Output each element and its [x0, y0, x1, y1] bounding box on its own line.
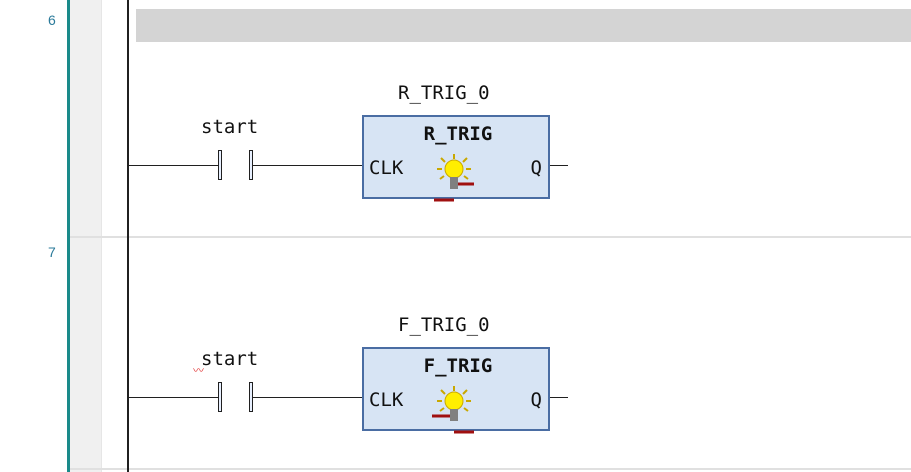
gutter-divider: [67, 0, 70, 472]
left-power-rail: [127, 0, 129, 472]
rung-number: 6: [48, 12, 56, 28]
fb-input-pin: CLK: [369, 389, 404, 411]
fb-output-pin: Q: [530, 157, 542, 179]
wire: [129, 165, 219, 166]
contact-left-plate[interactable]: [218, 150, 222, 180]
fb-output-pin: Q: [530, 389, 542, 411]
contact-variable-label[interactable]: start: [201, 348, 259, 370]
rung-comment-field[interactable]: [136, 9, 911, 42]
function-block[interactable]: R_TRIG CLK Q: [362, 115, 550, 202]
contact-variable-label[interactable]: start: [201, 116, 259, 138]
wire: [550, 165, 568, 166]
function-block[interactable]: F_TRIG CLK Q: [362, 347, 550, 434]
rung-number: 7: [48, 244, 56, 260]
breakpoint-bulb-icon[interactable]: [432, 152, 476, 202]
contact-left-plate[interactable]: [218, 382, 222, 412]
warning-squiggle-icon: 〰: [193, 364, 204, 377]
fb-type-name: F_TRIG: [423, 355, 493, 377]
rung-separator: [70, 468, 911, 470]
fb-instance-name[interactable]: R_TRIG_0: [398, 82, 490, 104]
line-number-gutter: [0, 0, 67, 472]
fb-type-name: R_TRIG: [423, 123, 493, 145]
wire: [129, 397, 219, 398]
contact-right-plate[interactable]: [249, 382, 253, 412]
fb-input-pin: CLK: [369, 157, 404, 179]
rung-separator: [70, 236, 911, 238]
contact-right-plate[interactable]: [249, 150, 253, 180]
wire: [253, 165, 363, 166]
wire: [253, 397, 363, 398]
breakpoint-bulb-icon[interactable]: [432, 384, 476, 434]
wire: [550, 397, 568, 398]
fb-instance-name[interactable]: F_TRIG_0: [398, 314, 490, 336]
